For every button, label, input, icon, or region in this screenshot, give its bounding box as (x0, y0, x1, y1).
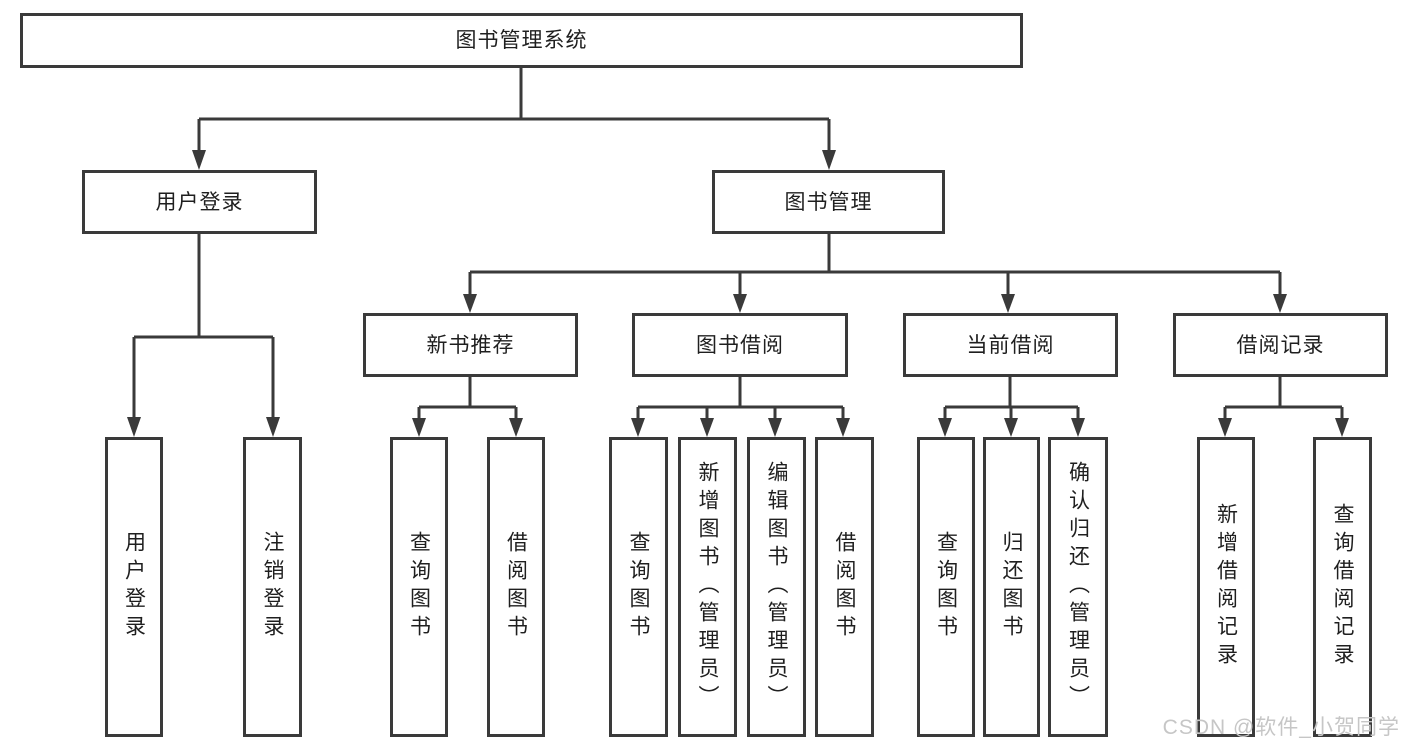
leaf-query-books-1-label: 查询图书 (407, 531, 431, 643)
leaf-borrow-books-2-label: 借阅图书 (833, 531, 856, 643)
watermark: CSDN @软件_小贺同学 (1162, 716, 1400, 739)
node-current-borrowing: 当前借阅 (903, 313, 1118, 377)
leaf-edit-books-admin-label: 编辑图书（管理员） (765, 461, 788, 713)
leaf-logout-label: 注销登录 (261, 531, 284, 643)
leaf-query-books-3-label: 查询图书 (934, 531, 958, 643)
node-book-management-label: 图书管理 (784, 190, 873, 214)
leaf-add-books-admin-label: 新增图书（管理员） (696, 461, 719, 713)
node-borrowing-records: 借阅记录 (1173, 313, 1388, 377)
leaf-user-login: 用户登录 (105, 437, 163, 737)
arrowheads (127, 150, 1349, 437)
leaf-return-books: 归还图书 (983, 437, 1040, 737)
node-borrowing-records-label: 借阅记录 (1236, 333, 1325, 357)
node-library-system-label: 图书管理系统 (455, 29, 588, 52)
node-book-borrowing-label: 图书借阅 (696, 333, 784, 357)
leaf-confirm-return-admin-label: 确认归还（管理员） (1066, 461, 1090, 713)
node-library-system: 图书管理系统 (20, 13, 1023, 68)
node-user-login: 用户登录 (82, 170, 317, 234)
node-new-book-recommendation-label: 新书推荐 (426, 333, 515, 357)
leaf-logout: 注销登录 (243, 437, 302, 737)
leaf-query-books-2-label: 查询图书 (627, 531, 650, 643)
node-new-book-recommendation: 新书推荐 (363, 313, 578, 377)
leaf-edit-books-admin: 编辑图书（管理员） (747, 437, 806, 737)
node-user-login-label: 用户登录 (155, 190, 244, 214)
leaf-user-login-label: 用户登录 (122, 531, 146, 643)
leaf-confirm-return-admin: 确认归还（管理员） (1048, 437, 1108, 737)
leaf-add-borrow-record-label: 新增借阅记录 (1214, 503, 1238, 671)
leaf-query-books-3: 查询图书 (917, 437, 975, 737)
node-current-borrowing-label: 当前借阅 (966, 333, 1055, 357)
leaf-borrow-books-1-label: 借阅图书 (504, 531, 528, 643)
leaf-borrow-books-2: 借阅图书 (815, 437, 874, 737)
node-book-borrowing: 图书借阅 (632, 313, 848, 377)
node-book-management: 图书管理 (712, 170, 945, 234)
leaf-add-books-admin: 新增图书（管理员） (678, 437, 737, 737)
leaf-query-borrow-record-label: 查询借阅记录 (1331, 503, 1354, 671)
leaf-query-books-2: 查询图书 (609, 437, 668, 737)
leaf-borrow-books-1: 借阅图书 (487, 437, 545, 737)
leaf-add-borrow-record: 新增借阅记录 (1197, 437, 1255, 737)
leaf-return-books-label: 归还图书 (1000, 531, 1023, 643)
leaf-query-books-1: 查询图书 (390, 437, 448, 737)
leaf-query-borrow-record: 查询借阅记录 (1313, 437, 1372, 737)
